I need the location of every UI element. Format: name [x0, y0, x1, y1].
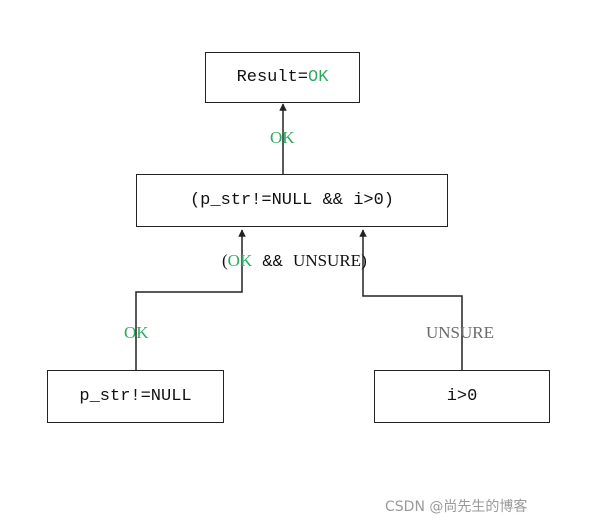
result-node: Result=OK	[205, 52, 360, 103]
and-node-text: (p_str!=NULL && i>0)	[189, 191, 395, 210]
left-node-text: p_str!=NULL	[79, 387, 192, 406]
watermark: CSDN @尚先生的博客	[385, 499, 528, 515]
edge-left-to-and	[135, 229, 246, 370]
combined-mid: &&	[252, 253, 294, 272]
right-node: i>0	[374, 370, 550, 423]
result-value: OK	[308, 68, 329, 87]
edge-label-combined: (OK && UNSURE)	[222, 251, 367, 272]
combined-close: )	[361, 251, 367, 270]
result-prefix: Result=	[236, 68, 308, 87]
edge-label-left-ok: OK	[124, 323, 149, 342]
left-node: p_str!=NULL	[47, 370, 224, 423]
edge-label-right-unsure: UNSURE	[426, 323, 495, 342]
and-node: (p_str!=NULL && i>0)	[136, 174, 448, 227]
combined-unsure: UNSURE	[293, 251, 362, 270]
right-node-text: i>0	[446, 387, 478, 406]
edge-label-top-ok: OK	[270, 128, 295, 147]
combined-ok: OK	[227, 251, 253, 270]
edge-right-to-and	[359, 229, 463, 370]
combined-open: (	[222, 251, 228, 270]
